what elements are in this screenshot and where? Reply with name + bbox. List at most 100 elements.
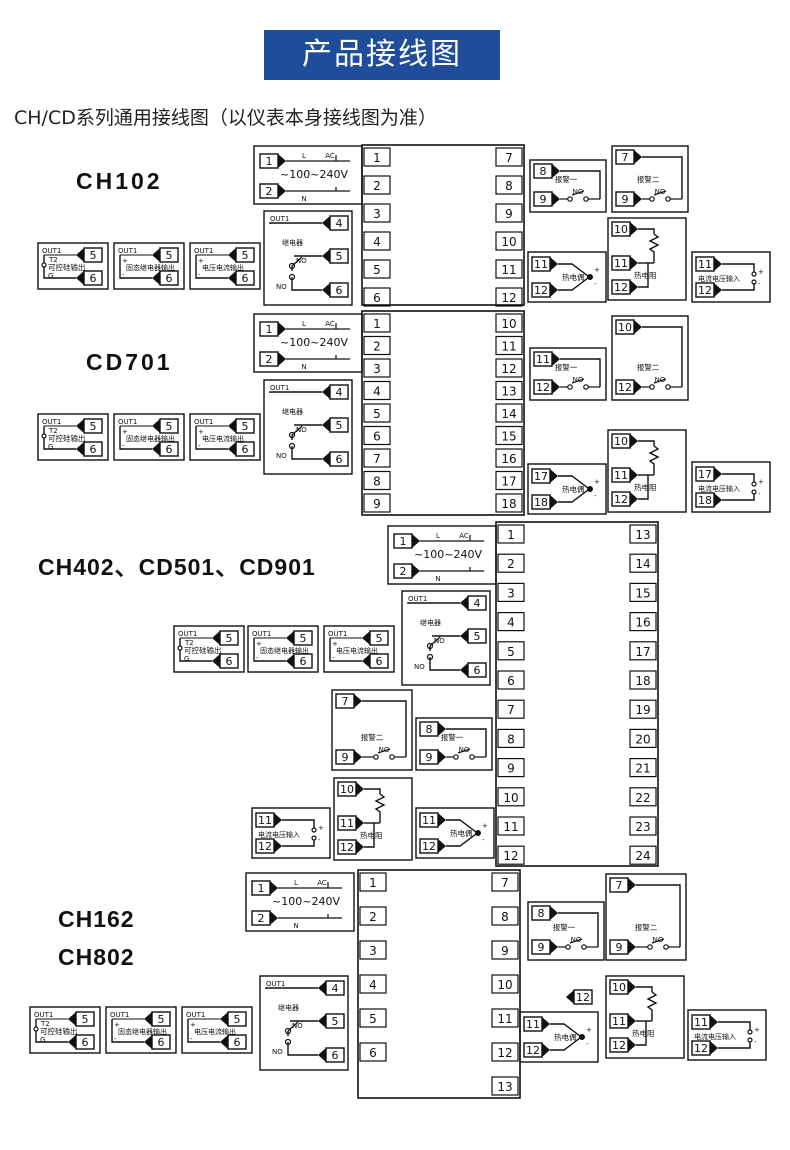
terminal-number: 5: [507, 645, 515, 659]
terminal-number: 1: [507, 528, 515, 542]
contact: [41, 262, 47, 268]
wire: [269, 222, 322, 224]
tag-number: 18: [698, 494, 712, 507]
terminal-number: 8: [373, 475, 381, 489]
label-rtd: 热电阻: [634, 270, 657, 280]
tag-box: [75, 1011, 95, 1027]
tag-number: 12: [618, 381, 632, 394]
wire: [446, 833, 477, 847]
tag-number: 10: [618, 321, 632, 334]
contact: [453, 754, 459, 760]
tag-number: 5: [242, 420, 249, 433]
wire: [111, 1019, 144, 1043]
label-voltage: ~100~240V: [280, 336, 348, 349]
label-n: N: [293, 922, 298, 930]
tag-number: 2: [266, 185, 273, 198]
output-terminal: 5: [144, 1011, 171, 1027]
terminal-cell: [495, 147, 523, 167]
label-no: NO: [573, 188, 584, 196]
tag-number: 9: [622, 193, 629, 206]
terminal-number: 11: [503, 820, 518, 834]
arrow-head: [76, 419, 84, 433]
label-ssr: 固态继电器输出: [126, 434, 175, 443]
terminal-cell: [495, 231, 523, 251]
contact: [647, 944, 653, 950]
terminal-number: 13: [497, 1080, 512, 1094]
wire: [722, 494, 755, 501]
tag-number: 7: [622, 151, 629, 164]
contact: [583, 384, 589, 390]
label-alarm: 报警二: [361, 732, 384, 742]
page-subtitle: CH/CD系列通用接线图（以仪表本身接线图为准）: [14, 107, 437, 129]
tag-number: 4: [332, 982, 339, 995]
terminal-cell: [497, 787, 525, 807]
output-terminal: 5: [76, 418, 103, 434]
input-terminal: 12: [691, 1040, 718, 1056]
tc-terminal: 17: [531, 468, 558, 484]
tag-number: 12: [698, 284, 712, 297]
terminal-cell: [629, 553, 657, 573]
wire: [571, 190, 585, 196]
terminal-number: 8: [505, 179, 513, 193]
power-terminal-n: 2: [259, 351, 286, 367]
wire: [558, 489, 589, 503]
label-t2: T2: [48, 427, 58, 435]
tag-number: 5: [166, 249, 173, 262]
diagram-ch402-cd501-cd901: 1234567891011121314151617181920212223241…: [173, 521, 659, 867]
terminal-cell: [491, 1042, 519, 1062]
tag-number: 12: [576, 991, 590, 1004]
terminal-cell: [359, 974, 387, 994]
terminal-cell: [497, 728, 525, 749]
arrow-head: [566, 990, 574, 1004]
alarm-terminal: 8: [533, 163, 560, 179]
output-terminal: 5: [228, 247, 255, 263]
output-terminal: 6: [228, 441, 255, 457]
terminal-block-body: [361, 310, 525, 516]
terminal-cell: [363, 203, 391, 223]
tag-number: 12: [536, 381, 550, 394]
contact: [747, 1037, 753, 1043]
tag-number: 1: [258, 882, 265, 895]
terminal-number: 10: [501, 235, 516, 249]
arrow-head: [322, 249, 330, 263]
relay-frame: [263, 210, 353, 306]
terminal-number: 10: [497, 978, 512, 992]
arrow-head: [438, 750, 446, 764]
terminal-number: 18: [501, 497, 516, 511]
tag-box: [235, 270, 255, 286]
terminal-cell: [359, 940, 387, 960]
label-out1: OUT1: [42, 247, 61, 255]
terminal-cell: [495, 203, 523, 223]
tc-terminal: 11: [523, 1016, 550, 1032]
label-plus: +: [198, 428, 204, 436]
tag-box: [467, 595, 487, 611]
tag-box: [227, 1011, 247, 1027]
tag-number: 5: [242, 249, 249, 262]
terminal-cell: [629, 845, 657, 865]
tag-number: 6: [336, 284, 343, 297]
terminal-cell: [629, 757, 657, 778]
terminal-cell: [491, 1076, 519, 1096]
rtd-terminal: 10: [609, 979, 636, 995]
label-alarm: 报警一: [553, 922, 576, 932]
label-l: L: [302, 152, 306, 160]
terminal-cell: [363, 175, 391, 195]
tag-number: 7: [616, 879, 623, 892]
output-terminal: 6: [76, 270, 103, 286]
arrow-head: [322, 283, 330, 297]
wire: [722, 263, 755, 272]
terminal-cell: [629, 524, 657, 544]
rtd-terminal: 12: [337, 839, 364, 855]
wire: [291, 277, 322, 291]
relay-terminal: 5: [460, 628, 487, 644]
tag-number: 6: [166, 443, 173, 456]
tag-number: 6: [242, 272, 249, 285]
wire: [550, 1023, 581, 1037]
tag-box: [329, 451, 349, 467]
wire: [653, 378, 667, 384]
terminal-number: 9: [505, 207, 513, 221]
power-frame: [387, 525, 497, 585]
alarm-frame: [611, 145, 689, 213]
contact: [583, 196, 589, 202]
relay-terminal: 5: [322, 417, 349, 433]
